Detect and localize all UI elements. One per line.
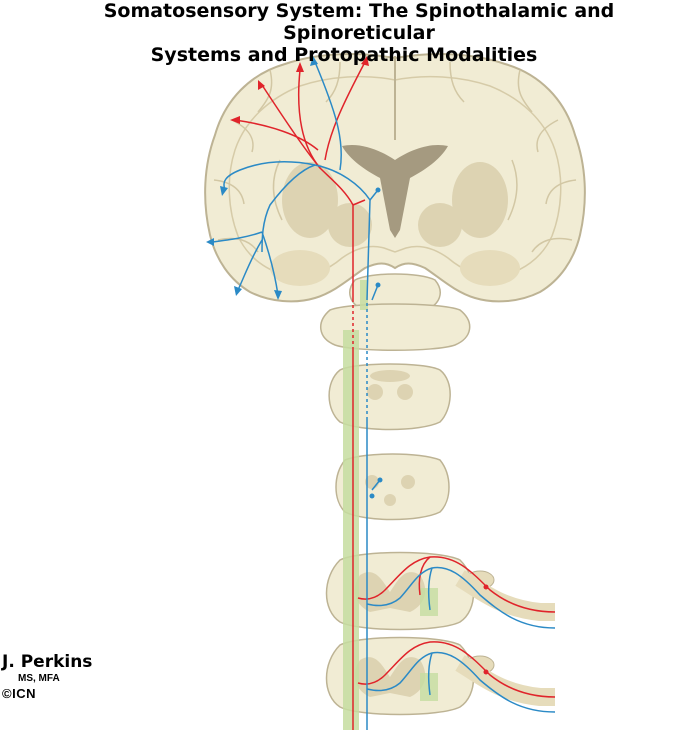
spinal-segment-upper (325, 551, 555, 631)
publisher-logo: ICN (12, 686, 36, 701)
artist-name: J. Perkins (2, 652, 93, 672)
copyright-line: ©ICN (2, 685, 92, 703)
spinal-segment-lower (325, 636, 555, 716)
medulla-section (328, 363, 451, 431)
spinothalamic-tract (234, 61, 556, 730)
cervical-cord-section (335, 453, 450, 521)
anterolateral-column (343, 330, 359, 730)
spinal-nerve-lower (455, 655, 555, 706)
spinothalamic-arrowheads (230, 56, 489, 675)
spinoreticular-tract (211, 61, 556, 730)
spinoreticular-arrowheads (206, 56, 383, 499)
copyright-symbol: © (2, 686, 13, 701)
cortical-sulci (213, 61, 577, 253)
title-line-2: Systems and Protopathic Modalities (150, 44, 538, 66)
title-line-1: Somatosensory System: The Spinothalamic … (103, 0, 615, 44)
deep-nuclei (282, 162, 508, 247)
coronal-brain-section (204, 53, 586, 303)
lateral-ventricles (342, 144, 448, 238)
temporal-lobes (270, 250, 520, 286)
diagram-title: Somatosensory System: The Spinothalamic … (0, 0, 688, 66)
spinal-nerve-upper (455, 570, 555, 621)
artist-credentials: MS, MFA (18, 673, 60, 684)
anterolateral-column-highlight (360, 280, 368, 310)
artist-signature: J. Perkins MS, MFA ©ICN (2, 652, 92, 703)
white-matter-boundary (228, 75, 562, 278)
